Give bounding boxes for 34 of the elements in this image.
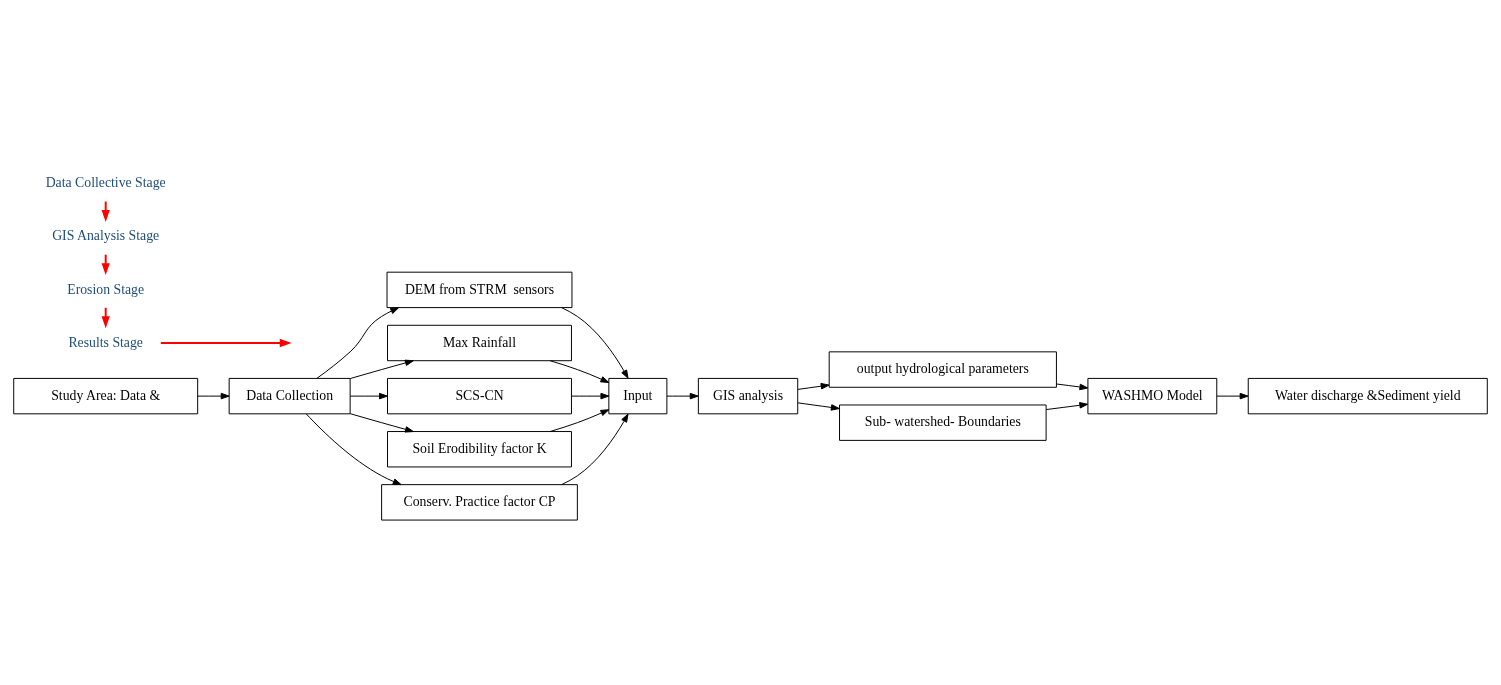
node-box: DEM from STRM sensors (386, 271, 573, 308)
arrow (1045, 401, 1089, 410)
arrow (549, 359, 610, 383)
node-text: Data Collective Stage (45, 174, 166, 190)
arrow (1056, 383, 1089, 390)
arrow (305, 412, 402, 485)
arrow (561, 306, 629, 379)
node-text: GIS Analysis Stage (52, 227, 160, 243)
arrow (316, 306, 400, 379)
arrow (1216, 392, 1249, 399)
node-text: Results Stage (68, 334, 143, 350)
arrow (349, 359, 414, 379)
node-box: Water discharge &Sediment yield (1247, 377, 1488, 414)
node-box: Sub- watershed- Boundaries (839, 404, 1047, 441)
node-box: output hydrological parameters (828, 350, 1057, 388)
node-box: Conserv. Practice factor CP (381, 483, 578, 521)
arrow (197, 392, 230, 399)
arrow (349, 412, 414, 433)
arrow (349, 392, 388, 399)
node-box: WASHMO Model (1087, 377, 1218, 414)
node-box: GIS analysis (697, 377, 799, 414)
node-box: Max Rainfall (387, 324, 572, 361)
node-box: SCS-CN (387, 377, 572, 414)
node-box: Study Area: Data & (13, 377, 199, 414)
arrow (159, 338, 292, 347)
node-box: Soil Erodibility factor K (387, 430, 572, 467)
arrow (571, 392, 610, 399)
arrow (797, 401, 840, 411)
node-text: Erosion Stage (67, 281, 145, 297)
arrow (666, 392, 699, 399)
node-box: Data Collection (228, 377, 351, 414)
arrow (797, 382, 830, 390)
arrow (561, 413, 629, 485)
node-box: Input (608, 377, 668, 414)
